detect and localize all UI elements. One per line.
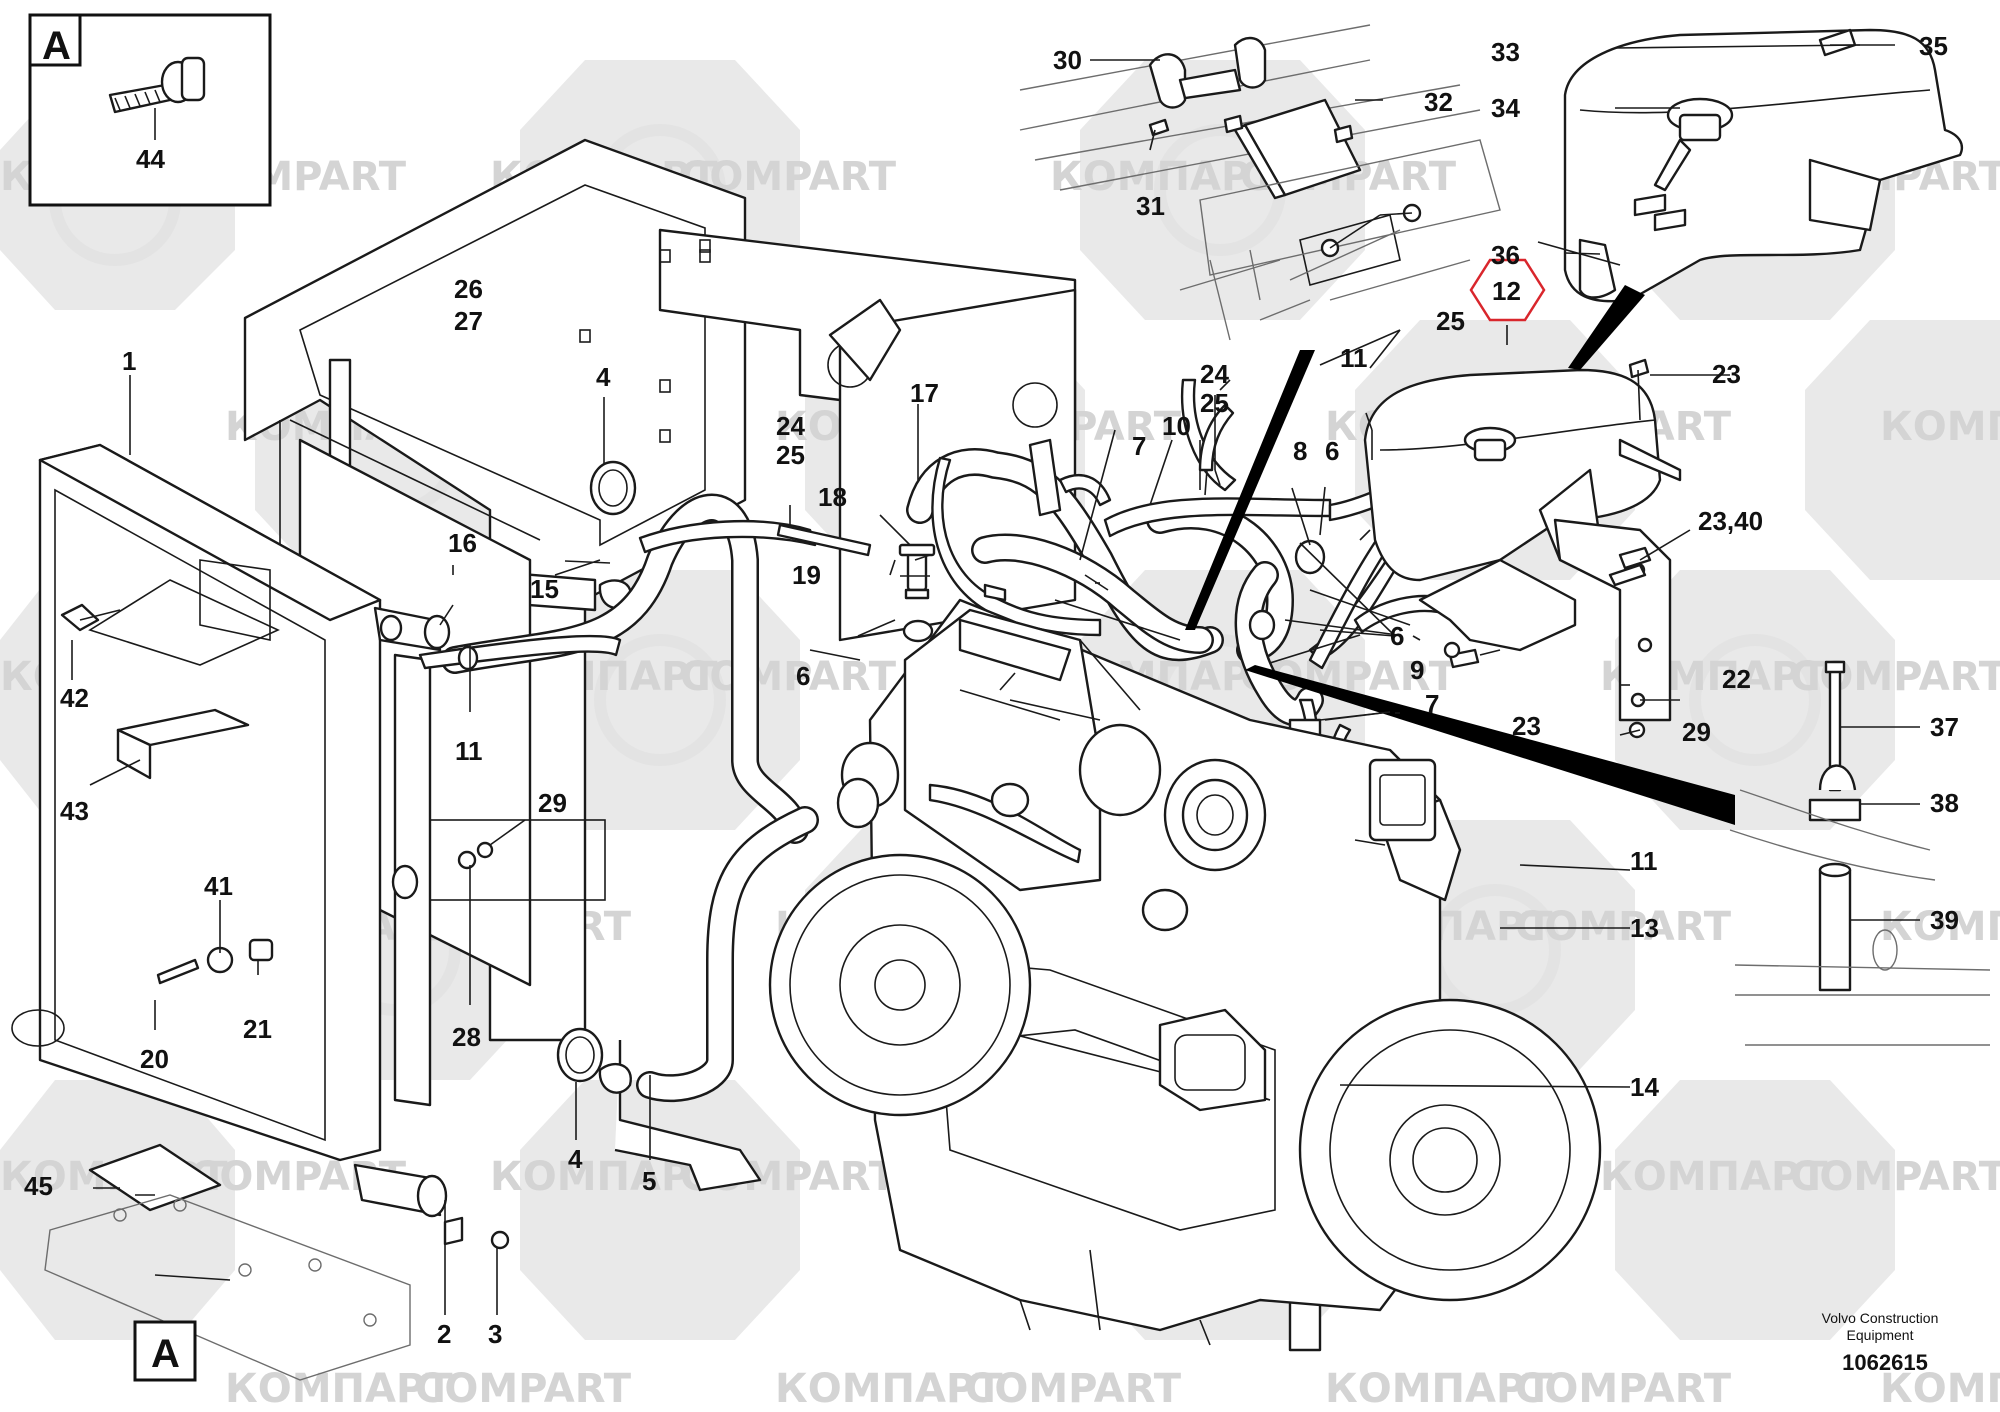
callout-6-top: 6 (1325, 436, 1339, 466)
maker-line-2: Equipment (1847, 1327, 1914, 1343)
callout-28: 28 (452, 1022, 481, 1052)
callout-25-left: 25 (776, 440, 805, 470)
callout-24-right: 24 (1200, 359, 1229, 389)
callout-41: 41 (204, 871, 233, 901)
callout-33: 33 (1491, 37, 1520, 67)
tank-bracket (1418, 358, 1652, 739)
drawing-number: 1062615 (1842, 1350, 1928, 1375)
detail-a-box (28, 13, 272, 207)
callout-6-right: 6 (1390, 621, 1404, 651)
callout-42: 42 (60, 683, 89, 713)
detail-view-label: A (42, 24, 71, 68)
watermark-text: COMPART (1515, 1366, 1732, 1412)
callout-30: 30 (1053, 45, 1082, 75)
watermark-text: КОМПАРТ (1880, 404, 2000, 450)
callout-23-top: 23 (1712, 359, 1741, 389)
footer: Volvo Construction Equipment 1062615 (1822, 1310, 1939, 1375)
callout-43: 43 (60, 796, 89, 826)
callout-20: 20 (140, 1044, 169, 1074)
plate-45 (44, 1143, 411, 1381)
callout-32: 32 (1424, 87, 1453, 117)
callout-45: 45 (24, 1171, 53, 1201)
callout-24-left: 24 (776, 411, 805, 441)
watermark-text: COMPART (965, 1366, 1182, 1412)
callout-39: 39 (1930, 905, 1959, 935)
hose-clamps (379, 460, 1326, 1083)
callout-25-right: 25 (1200, 388, 1229, 418)
watermark-text: COMPART (1790, 654, 2000, 700)
highlight-hexagon (1469, 258, 1546, 322)
callout-6-left: 6 (796, 661, 810, 691)
callout-3: 3 (488, 1319, 502, 1349)
bracket-43 (88, 579, 280, 780)
watermark-text: COMPART (1790, 1154, 2000, 1200)
watermark-text: COMPART (1515, 904, 1732, 950)
callout-8: 8 (1293, 436, 1307, 466)
callout-36: 36 (1491, 240, 1520, 270)
maker-line-1: Volvo Construction (1822, 1310, 1939, 1326)
callout-12: 12 (1492, 276, 1521, 306)
bolt-assembly (1729, 660, 1991, 1046)
callout-27: 27 (454, 306, 483, 336)
callout-29-left: 29 (538, 788, 567, 818)
callout-44: 44 (136, 144, 165, 174)
callout-13: 13 (1630, 913, 1659, 943)
callout-11-right: 11 (1630, 846, 1658, 876)
tank-detail (1563, 28, 1964, 303)
detail-a-marker (133, 1320, 197, 1382)
watermark-text: КОМПАРТ (1880, 904, 2000, 950)
callout-7-right: 7 (1425, 689, 1439, 719)
callout-35: 35 (1919, 31, 1948, 61)
callout-18: 18 (818, 482, 847, 512)
watermark-text: КОМПАРТ (1600, 1154, 1828, 1200)
callout-1: 1 (122, 346, 136, 376)
watermark-text: КОМПАРТ (1880, 1366, 2000, 1412)
callout-9: 9 (1410, 655, 1424, 685)
callout-15: 15 (530, 574, 559, 604)
watermark-text: COMPART (415, 1366, 632, 1412)
watermark-text: КОМПАРТ (225, 1366, 453, 1412)
callout-19: 19 (792, 560, 821, 590)
callout-21: 21 (243, 1014, 272, 1044)
watermark-text: КОМПАРТ (1325, 1366, 1553, 1412)
callout-22: 22 (1722, 664, 1751, 694)
callout-25-top: 25 (1436, 306, 1465, 336)
cab-rail (1019, 24, 1501, 341)
callout-4-top: 4 (596, 362, 611, 392)
callout-2: 2 (437, 1319, 451, 1349)
engine (768, 583, 1602, 1346)
callout-34: 34 (1491, 93, 1520, 123)
callout-labels: 1 2 3 4 4 5 6 6 6 7 7 8 9 10 11 11 11 12… (24, 24, 1959, 1376)
callout-7-top: 7 (1132, 431, 1146, 461)
callout-37: 37 (1930, 712, 1959, 742)
radiator (11, 443, 451, 1218)
callout-26: 26 (454, 274, 483, 304)
watermark-text: КОМПАРТ (775, 1366, 1003, 1412)
callout-23-bottom: 23 (1512, 711, 1541, 741)
callout-5: 5 (642, 1166, 656, 1196)
watermark-text: КОМПАРТ (1050, 154, 1278, 200)
watermark-text: COMPART (680, 654, 897, 700)
callout-14: 14 (1630, 1072, 1659, 1102)
callout-23-40: 23,40 (1698, 506, 1763, 536)
callout-16: 16 (448, 528, 477, 558)
callout-38: 38 (1930, 788, 1959, 818)
sensor-19 (898, 543, 936, 600)
detail-marker-label: A (151, 1332, 180, 1376)
callout-11-top: 11 (1340, 343, 1368, 373)
callout-17: 17 (910, 378, 939, 408)
callout-29-right: 29 (1682, 717, 1711, 747)
callout-11-left: 11 (455, 736, 483, 766)
view-wedges (1185, 285, 1735, 825)
leader-lines (71, 44, 1920, 1315)
callout-4-bottom: 4 (568, 1144, 583, 1174)
callout-31: 31 (1136, 191, 1165, 221)
callout-10: 10 (1162, 411, 1191, 441)
